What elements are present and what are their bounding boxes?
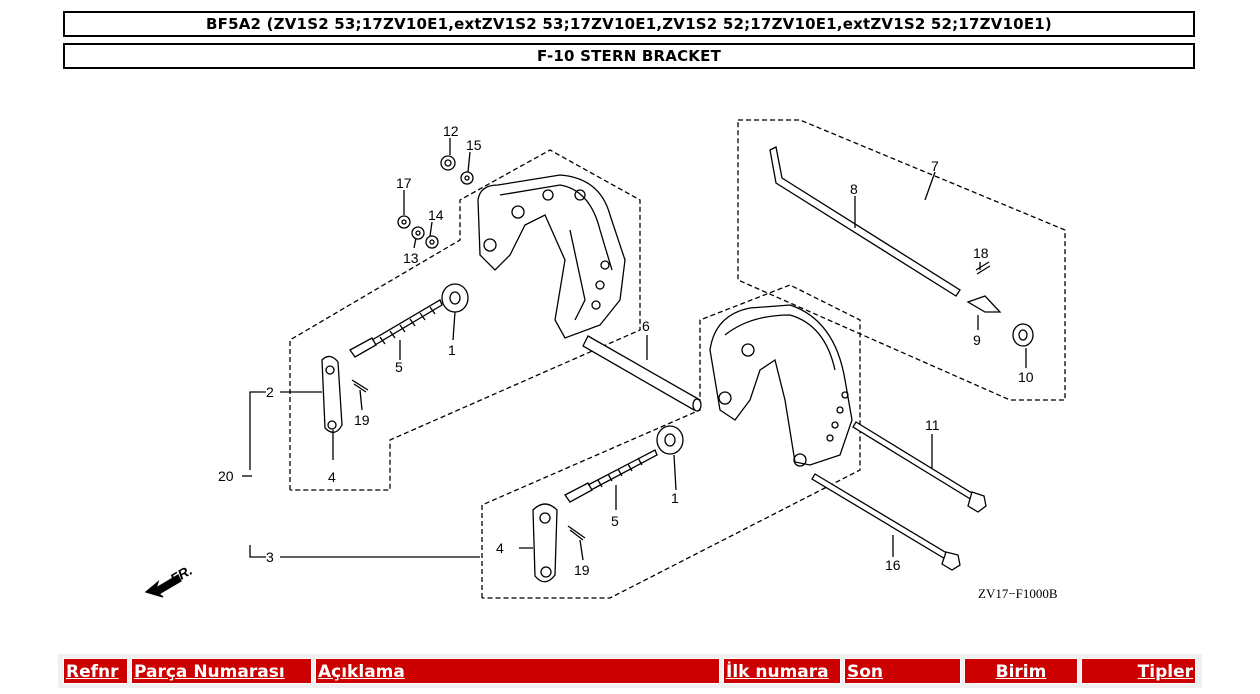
screw-5-upper — [349, 299, 443, 358]
washer-13 — [411, 226, 425, 240]
callout-1-upper: 1 — [448, 342, 456, 358]
parts-table-header: Refnr Parça Numarası Açıklama İlk numara… — [58, 654, 1202, 688]
callout-10: 10 — [1018, 369, 1034, 385]
rod-8 — [769, 146, 961, 297]
callout-6: 6 — [642, 318, 650, 334]
callout-4-upper: 4 — [328, 469, 336, 485]
callout-12: 12 — [443, 123, 459, 139]
callout-5-lower: 5 — [611, 513, 619, 529]
callout-17: 17 — [396, 175, 412, 191]
bolt-16 — [811, 473, 961, 571]
knob-9 — [966, 295, 1002, 313]
callout-15: 15 — [466, 137, 482, 153]
callout-2: 2 — [266, 384, 274, 400]
model-title: BF5A2 (ZV1S2 53;17ZV10E1,extZV1S2 53;17Z… — [63, 11, 1195, 37]
column-header-unit[interactable]: Birim — [964, 658, 1078, 684]
bolt-11 — [852, 421, 987, 513]
callout-1-lower: 1 — [671, 490, 679, 506]
callout-18: 18 — [973, 245, 989, 261]
arm-4-lower — [532, 503, 558, 583]
pipe-6 — [582, 335, 702, 412]
group-frame-lower — [481, 284, 861, 599]
stern-bracket-upper — [477, 174, 626, 339]
washer-14 — [425, 235, 439, 249]
callout-14: 14 — [428, 207, 444, 223]
pin-19-lower — [567, 525, 586, 541]
stern-bracket-lower — [709, 304, 853, 467]
callout-20: 20 — [218, 468, 234, 484]
grip-10 — [1012, 323, 1034, 347]
section-title: F-10 STERN BRACKET — [63, 43, 1195, 69]
group-frame-upper — [289, 149, 641, 491]
arm-4-upper — [321, 355, 343, 433]
column-header-description[interactable]: Açıklama — [315, 658, 720, 684]
callout-19-lower: 19 — [574, 562, 590, 578]
nut-17 — [397, 215, 411, 229]
column-header-part-number[interactable]: Parça Numarası — [131, 658, 312, 684]
pad-1-lower — [656, 425, 684, 455]
callout-13: 13 — [403, 250, 419, 266]
column-header-refnr[interactable]: Refnr — [63, 658, 128, 684]
callout-7: 7 — [931, 158, 939, 174]
column-header-last[interactable]: Son — [844, 658, 961, 684]
nut-12 — [440, 155, 456, 171]
callout-9: 9 — [973, 332, 981, 348]
callout-19-upper: 19 — [354, 412, 370, 428]
callout-3: 3 — [266, 549, 274, 565]
screw-5-lower — [564, 449, 658, 503]
callout-4-lower: 4 — [496, 540, 504, 556]
front-arrow-icon — [144, 574, 182, 598]
pad-1-upper — [441, 283, 469, 313]
callout-11: 11 — [925, 417, 940, 433]
parts-diagram: 12 15 17 14 13 1 5 2 19 4 20 6 7 8 18 9 … — [144, 119, 1066, 601]
column-header-first-number[interactable]: İlk numara — [723, 658, 841, 684]
callout-16: 16 — [885, 557, 901, 573]
callout-5-upper: 5 — [395, 359, 403, 375]
diagram-code: ZV17−F1000B — [978, 586, 1058, 601]
callout-8: 8 — [850, 181, 858, 197]
pin-18 — [975, 261, 991, 275]
washer-15 — [460, 171, 474, 185]
pin-19-upper — [351, 379, 369, 393]
column-header-types[interactable]: Tipler — [1081, 658, 1196, 684]
